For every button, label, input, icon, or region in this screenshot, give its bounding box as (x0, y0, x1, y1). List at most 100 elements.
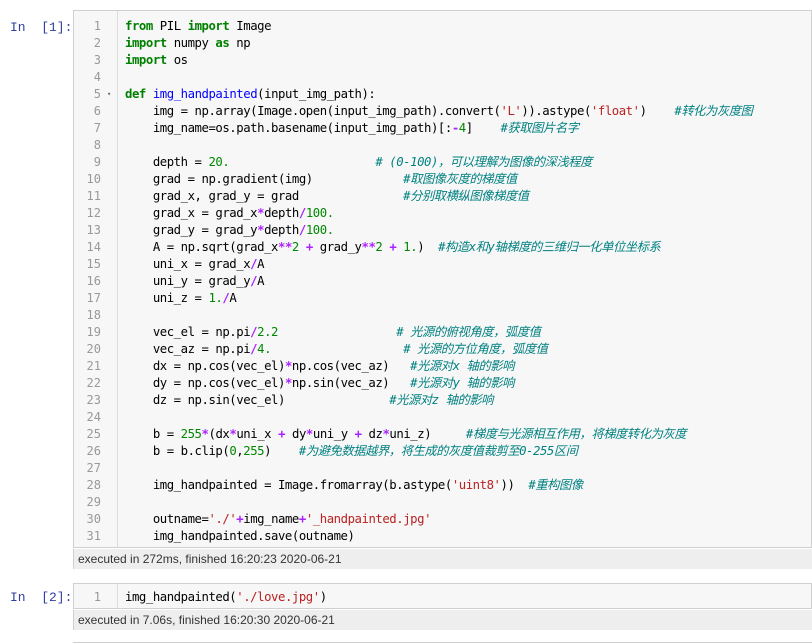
code-token: 0 (229, 444, 237, 458)
code-token: ** (361, 240, 376, 254)
code-token: ) (639, 104, 675, 118)
code-text: A = np.sqrt(grad_x**2 + grad_y**2 + 1.) … (125, 239, 661, 256)
code-line: 31 img_handpainted.save(outname) (74, 528, 811, 545)
code-token: depth (264, 223, 299, 237)
code-line: 4 (74, 69, 811, 86)
code-token: img_name (243, 512, 299, 526)
code-token: * (382, 427, 390, 441)
code-token: #光源对y 轴的影响 (410, 376, 514, 390)
code-line: 20 vec_az = np.pi/4. # 光源的方位角度，弧度值 (74, 341, 811, 358)
code-text: b = b.clip(0,255) #为避免数据越界，将生成的灰度值裁剪至0‐2… (125, 443, 578, 460)
code-token: img_handpainted.save(outname) (125, 529, 355, 543)
code-token: import (125, 36, 167, 50)
code-token: #梯度与光源相互作用，将梯度转化为灰度 (465, 427, 687, 441)
code-token: 20. (208, 155, 230, 169)
code-token: #获取图片名字 (500, 121, 579, 135)
line-number: 1 (93, 590, 101, 604)
code-text: from PIL import Image (125, 18, 272, 35)
code-token (278, 325, 396, 339)
code-line: 16 uni_y = grad_y/A (74, 273, 811, 290)
code-token: img = np.array(Image.open(input_img_path… (125, 104, 501, 118)
cell-divider (73, 642, 812, 643)
code-token: ) (417, 240, 439, 254)
code-token: * (305, 427, 313, 441)
code-text: depth = 20. # (0-100)，可以理解为图像的深浅程度 (125, 154, 593, 171)
code-token: #转化为灰度图 (674, 104, 753, 118)
line-number: 10 (86, 172, 101, 186)
code-line: 10 grad = np.gradient(img) #取图像灰度的梯度值 (74, 171, 811, 188)
code-token: dy = np.cos(vec_el) (125, 376, 286, 390)
code-token: # (0-100)，可以理解为图像的深浅程度 (375, 155, 592, 169)
code-token: uni_y = grad_y (125, 274, 251, 288)
code-token: #光源对x 轴的影响 (410, 359, 514, 373)
code-text: dz = np.sin(vec_el) #光源对z 轴的影响 (125, 392, 494, 409)
code-token: dx = np.cos(vec_el) (125, 359, 286, 373)
code-token: - (451, 121, 459, 135)
code-text: uni_x = grad_x/A (125, 256, 265, 273)
code-token: def (125, 87, 146, 101)
code-token: * (201, 427, 209, 441)
code-token: #重构图像 (528, 478, 583, 492)
code-line: 17 uni_z = 1./A (74, 290, 811, 307)
code-text: uni_z = 1./A (125, 290, 237, 307)
line-number: 2 (93, 36, 101, 50)
code-text: img_handpainted = Image.fromarray(b.asty… (125, 477, 583, 494)
code-token: dz (361, 427, 383, 441)
code-line: 8 (74, 137, 811, 154)
code-token (299, 240, 306, 254)
code-token: )) (500, 478, 529, 492)
line-number: 26 (86, 444, 101, 458)
code-text: outname='./'+img_name+'_handpainted.jpg' (125, 511, 432, 528)
code-line: 11 grad_x, grad_y = grad #分别取横纵图像梯度值 (74, 188, 811, 205)
code-line: 29 (74, 494, 811, 511)
code-token: 100. (305, 206, 334, 220)
line-number: 3 (93, 53, 101, 67)
code-token: './' (208, 512, 237, 526)
line-number: 14 (86, 240, 101, 254)
code-line: 12 grad_x = grad_x*depth/100. (74, 205, 811, 222)
code-token: 'L' (500, 104, 522, 118)
code-token: grad_y (312, 240, 362, 254)
code-token: 2.2 (257, 325, 279, 339)
input-prompt: In [2]: (10, 590, 73, 605)
fold-arrow-icon[interactable]: ▾ (107, 90, 112, 98)
code-token: ) (319, 590, 327, 604)
code-token: + (298, 512, 306, 526)
code-token: img_handpainted (152, 87, 258, 101)
line-number-gutter (74, 11, 118, 547)
code-text: dy = np.cos(vec_el)*np.sin(vec_az) #光源对y… (125, 375, 515, 392)
execution-info: executed in 7.06s, finished 16:20:30 202… (73, 610, 812, 630)
code-token: from (125, 19, 153, 33)
code-token: (input_img_path): (257, 87, 376, 101)
line-number: 6 (93, 104, 101, 118)
code-text: grad_x = grad_x*depth/100. (125, 205, 334, 222)
code-token: img_name=os.path.basename(input_img_path… (125, 121, 452, 135)
code-token: as (215, 36, 230, 50)
line-number: 4 (93, 70, 101, 84)
code-token: * (257, 223, 265, 237)
code-token: Image (229, 19, 272, 33)
code-token: / (222, 291, 230, 305)
code-token: outname= (125, 512, 209, 526)
code-text: import numpy as np (125, 35, 251, 52)
code-token: #光源对z 轴的影响 (389, 393, 494, 407)
code-token: np (229, 36, 251, 50)
code-line: 27 (74, 460, 811, 477)
code-token: img_handpainted( (125, 590, 237, 604)
code-token (146, 87, 153, 101)
code-token: 1. (208, 291, 223, 305)
code-token: np.sin(vec_az) (291, 376, 411, 390)
code-line: 28 img_handpainted = Image.fromarray(b.a… (74, 477, 811, 494)
line-number: 20 (86, 342, 101, 356)
code-token: #取图像灰度的梯度值 (403, 172, 517, 186)
code-line: 2 import numpy as np (74, 35, 811, 52)
code-token: A = np.sqrt(grad_x (125, 240, 279, 254)
line-number: 28 (86, 478, 101, 492)
code-token: 4. (257, 342, 272, 356)
code-text: vec_az = np.pi/4. # 光源的方位角度，弧度值 (125, 341, 548, 358)
